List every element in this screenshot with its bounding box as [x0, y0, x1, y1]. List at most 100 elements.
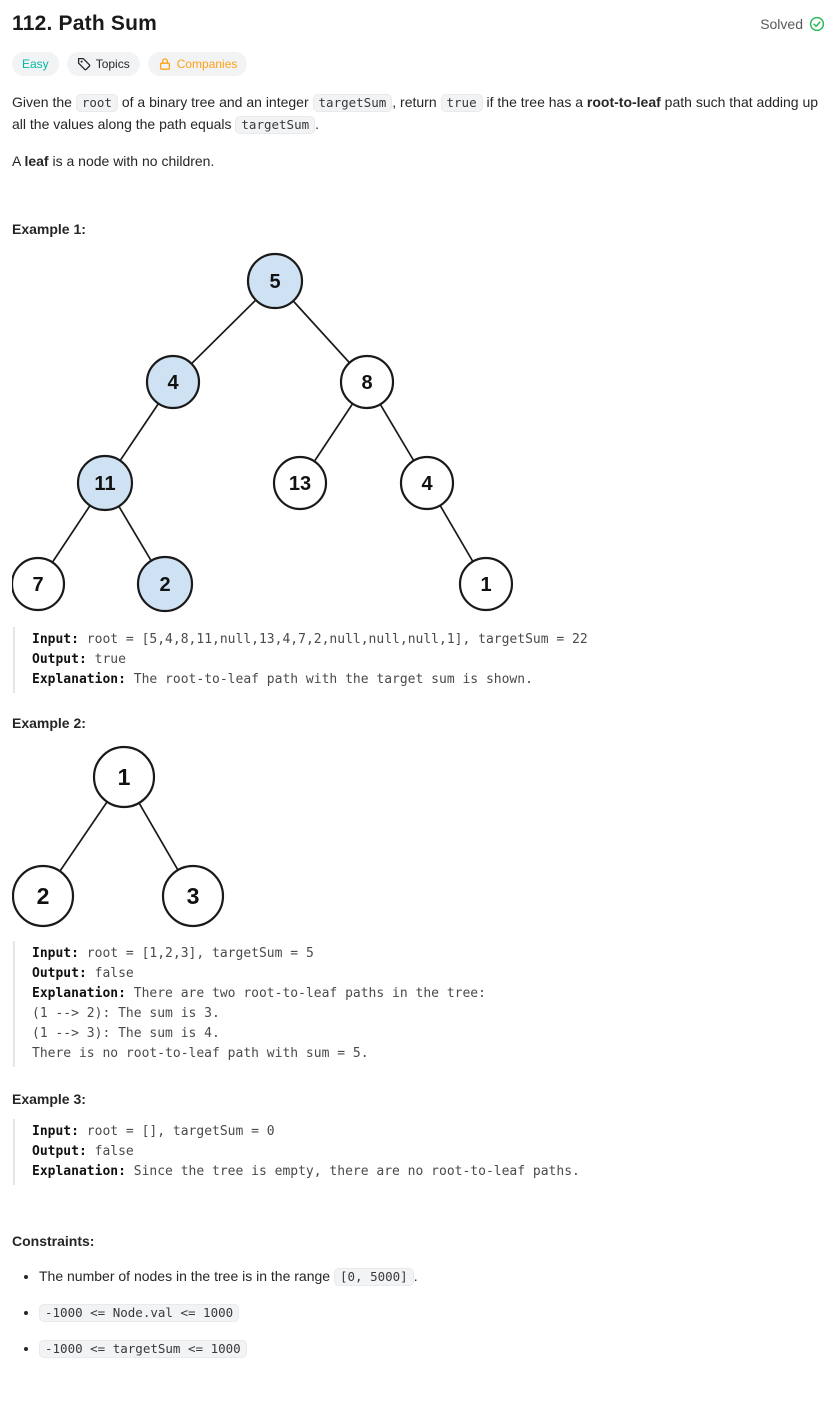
tree-node-label: 2	[159, 574, 170, 596]
example-1-code-block: Input: root = [5,4,8,11,null,13,4,7,2,nu…	[13, 626, 825, 693]
example-field-label: Input:	[32, 631, 79, 647]
example-code-line: Output: false	[32, 964, 825, 984]
tree-node	[399, 455, 455, 510]
constraints-label: Constraints:	[12, 1232, 95, 1249]
text-run: Given the	[12, 94, 76, 110]
bold-text: leaf	[24, 153, 49, 169]
example-field-value: root = [], targetSum = 0	[78, 1123, 275, 1139]
tree-node-label: 4	[421, 473, 433, 495]
example-code-line: (1 --> 3): The sum is 4.	[32, 1024, 825, 1044]
tree-node-highlighted	[246, 252, 304, 309]
tree-node-label: 4	[167, 372, 179, 394]
example-2-tree: 1 2 3	[12, 745, 225, 927]
tree-node	[12, 864, 75, 927]
example-field-value: root = [1,2,3], targetSum = 5	[78, 945, 314, 961]
tree-node-highlighted	[76, 454, 134, 511]
tree-node-label: 11	[94, 473, 115, 495]
constraints-list: The number of nodes in the tree is in th…	[12, 1265, 825, 1360]
example-field-label: Explanation:	[32, 671, 126, 687]
tree-node	[161, 864, 225, 927]
example-field-value: The root-to-leaf path with the target su…	[125, 671, 533, 687]
tag-icon	[77, 57, 91, 71]
lock-icon	[159, 58, 170, 70]
example-code-line: There is no root-to-leaf path with sum =…	[32, 1044, 825, 1064]
example-field-value: root = [5,4,8,11,null,13,4,7,2,null,null…	[78, 631, 588, 647]
tree-node-label: 13	[289, 473, 311, 495]
page-title: 112. Path Sum	[12, 12, 157, 35]
example-field-value: (1 --> 3): The sum is 4.	[32, 1025, 220, 1041]
inline-code: root	[75, 94, 118, 112]
companies-badge[interactable]: Companies	[147, 52, 248, 76]
inline-code: targetSum	[235, 115, 316, 134]
tree-node-label: 5	[269, 271, 280, 293]
solved-label: Solved	[760, 16, 803, 32]
tree-node	[339, 354, 395, 409]
text-run: of a binary tree and an integer	[117, 94, 313, 110]
tree-node-highlighted	[136, 555, 194, 612]
tree-node-label: 1	[118, 764, 131, 790]
difficulty-label: Easy	[22, 57, 49, 71]
example-3-label: Example 3:	[12, 1090, 86, 1107]
example-1-label: Example 1:	[12, 220, 86, 237]
tree-node-label: 1	[480, 574, 491, 596]
text-run: .	[315, 115, 320, 132]
tree-node-label: 8	[361, 372, 372, 394]
example-code-line: Input: root = [5,4,8,11,null,13,4,7,2,nu…	[32, 630, 825, 650]
example-field-label: Output:	[32, 965, 87, 981]
tree-node	[272, 455, 328, 510]
inline-code: -1000 <= targetSum <= 1000	[39, 1339, 247, 1358]
example-field-label: Input:	[32, 1123, 79, 1139]
tree-node	[12, 556, 66, 611]
example-1-tree-figure: 5 4 8 11 13 4 7 2 1	[12, 251, 825, 615]
tree-node	[458, 556, 514, 611]
example-2-label: Example 2:	[12, 714, 86, 731]
example-field-value: false	[86, 965, 134, 981]
example-field-value: (1 --> 2): The sum is 3.	[32, 1005, 220, 1021]
inline-code: true	[440, 94, 483, 112]
tree-node-label: 3	[187, 883, 200, 909]
text-run: , return	[392, 94, 441, 110]
tree-node-label: 2	[37, 883, 50, 909]
tree-node	[92, 745, 156, 808]
example-code-line: Output: false	[32, 1142, 825, 1162]
inline-code: -1000 <= Node.val <= 1000	[39, 1303, 240, 1322]
example-field-label: Output:	[32, 651, 87, 667]
example-field-value: There are two root-to-leaf paths in the …	[125, 985, 486, 1001]
example-2-code-block: Input: root = [1,2,3], targetSum = 5 Outp…	[13, 940, 825, 1067]
difficulty-badge[interactable]: Easy	[12, 52, 59, 76]
text-run: The number of nodes in the tree is in th…	[39, 1267, 334, 1284]
description-paragraph-1: Given the root of a binary tree and an i…	[12, 92, 825, 135]
header: 112. Path Sum Solved	[12, 12, 825, 36]
check-circle-icon	[809, 16, 825, 32]
topics-label: Topics	[95, 57, 130, 71]
tree-node-label: 7	[32, 574, 43, 596]
example-field-label: Input:	[32, 945, 79, 961]
text-run: path such that adding up all the values …	[12, 94, 819, 132]
example-code-line: Explanation: The root-to-leaf path with …	[32, 670, 825, 690]
example-code-line: Explanation: There are two root-to-leaf …	[32, 984, 825, 1004]
example-code-line: Output: true	[32, 650, 825, 670]
text-run: .	[413, 1267, 418, 1284]
constraint-item: -1000 <= targetSum <= 1000	[39, 1337, 825, 1360]
text-run: is a node with no children.	[48, 153, 215, 169]
companies-label: Companies	[176, 57, 238, 71]
example-field-value: There is no root-to-leaf path with sum =…	[32, 1045, 369, 1061]
example-field-label: Explanation:	[32, 985, 126, 1001]
inline-code: targetSum	[312, 94, 393, 112]
example-field-label: Output:	[32, 1143, 87, 1159]
bold-text: root-to-leaf	[586, 94, 661, 110]
example-code-line: Input: root = [], targetSum = 0	[32, 1122, 825, 1142]
example-field-label: Explanation:	[32, 1163, 126, 1179]
topics-badge[interactable]: Topics	[66, 52, 140, 76]
constraint-item: The number of nodes in the tree is in th…	[39, 1265, 825, 1288]
example-code-line: (1 --> 2): The sum is 3.	[32, 1004, 825, 1024]
example-field-value: true	[86, 651, 126, 667]
example-1-tree: 5 4 8 11 13 4 7 2 1	[12, 252, 514, 612]
description-paragraph-2: A leaf is a node with no children.	[12, 151, 825, 173]
tree-node-highlighted	[145, 354, 201, 409]
example-2-tree-figure: 1 2 3	[12, 745, 825, 929]
solved-status[interactable]: Solved	[760, 16, 825, 32]
text-run: if the tree has a	[482, 94, 587, 110]
example-field-value: false	[86, 1143, 134, 1159]
